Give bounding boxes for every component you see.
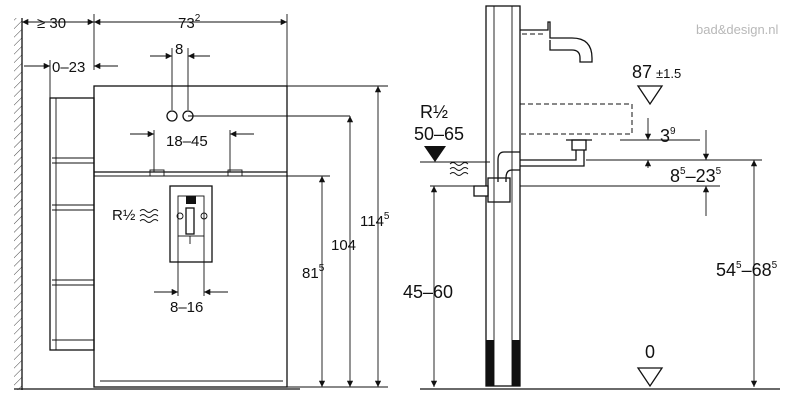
- dim-basin-a1-sup: 5: [736, 260, 742, 271]
- dim-wall-gap: ≥ 30: [37, 15, 66, 32]
- svg-text:545–685: 545–685: [716, 260, 778, 280]
- dim-range-a1-sup: 5: [680, 166, 686, 177]
- dim-height-815-sup: 5: [319, 263, 325, 274]
- dim-tap-spacing: 8: [175, 41, 183, 58]
- dim-top-height-tol: ±1.5: [656, 66, 681, 81]
- dim-basin-sep: –68: [742, 260, 772, 280]
- wall-hatching: [14, 18, 22, 390]
- level-marker-floor: [636, 367, 664, 388]
- dim-height-1145-main: 114: [360, 213, 384, 230]
- label-drain-range: 50–65: [414, 124, 464, 144]
- dim-frame-offset: 0–23: [52, 59, 85, 76]
- dim-height-104: 104: [331, 237, 356, 254]
- side-cabinet: [49, 97, 95, 351]
- dim-lower-spacing: 8–16: [170, 299, 203, 316]
- svg-text:39: 39: [660, 126, 676, 146]
- dim-range-a2-sup: 5: [716, 166, 722, 177]
- basin-outline: [520, 103, 633, 135]
- tap-hole-left: [166, 110, 178, 122]
- svg-text:85–235: 85–235: [670, 166, 722, 186]
- label-floor-zero: 0: [645, 342, 655, 362]
- flow-wave-icon: [139, 209, 159, 223]
- drain-wave-icon: [449, 162, 469, 176]
- label-supply-thread: R½: [112, 207, 136, 224]
- dim-height-1145-sup: 5: [384, 211, 390, 222]
- label-drain-size: R½: [420, 102, 448, 122]
- dim-range-a1: 8: [670, 166, 680, 186]
- svg-text:732: 732: [178, 13, 201, 32]
- dim-offset-sup: 9: [670, 126, 676, 137]
- svg-text:815: 815: [302, 263, 325, 282]
- supply-box: [169, 185, 213, 263]
- dim-range-sep: –23: [686, 166, 716, 186]
- level-marker-top: [636, 85, 664, 106]
- dim-supply-range: 45–60: [403, 282, 453, 302]
- svg-text:87±1.5: 87 ±1.5: [632, 62, 681, 82]
- dim-height-815-main: 81: [302, 265, 319, 282]
- dim-fixing-spacing: 18–45: [166, 133, 208, 150]
- watermark-text: bad&design.nl: [696, 22, 779, 37]
- side-view: 87±1.5 39 85–235 R½ 50–65 45–60 0 545–68…: [403, 5, 780, 390]
- dim-width-sup: 2: [195, 13, 201, 24]
- front-panel: [93, 85, 288, 388]
- level-marker-drain: [424, 146, 446, 162]
- dim-basin-a1: 54: [716, 260, 736, 280]
- installation-frame: [485, 5, 521, 387]
- dim-offset-main: 3: [660, 126, 670, 146]
- tap-spout: [520, 21, 593, 63]
- front-view: ≥ 30 732 8 0–23 18–45 R½ 8–16: [14, 13, 390, 390]
- drain-trap: [571, 139, 587, 151]
- dim-width-main: 73: [178, 15, 195, 32]
- dim-basin-a2-sup: 5: [772, 260, 778, 271]
- svg-text:1145: 1145: [360, 211, 390, 230]
- dim-top-height-main: 87: [632, 62, 652, 82]
